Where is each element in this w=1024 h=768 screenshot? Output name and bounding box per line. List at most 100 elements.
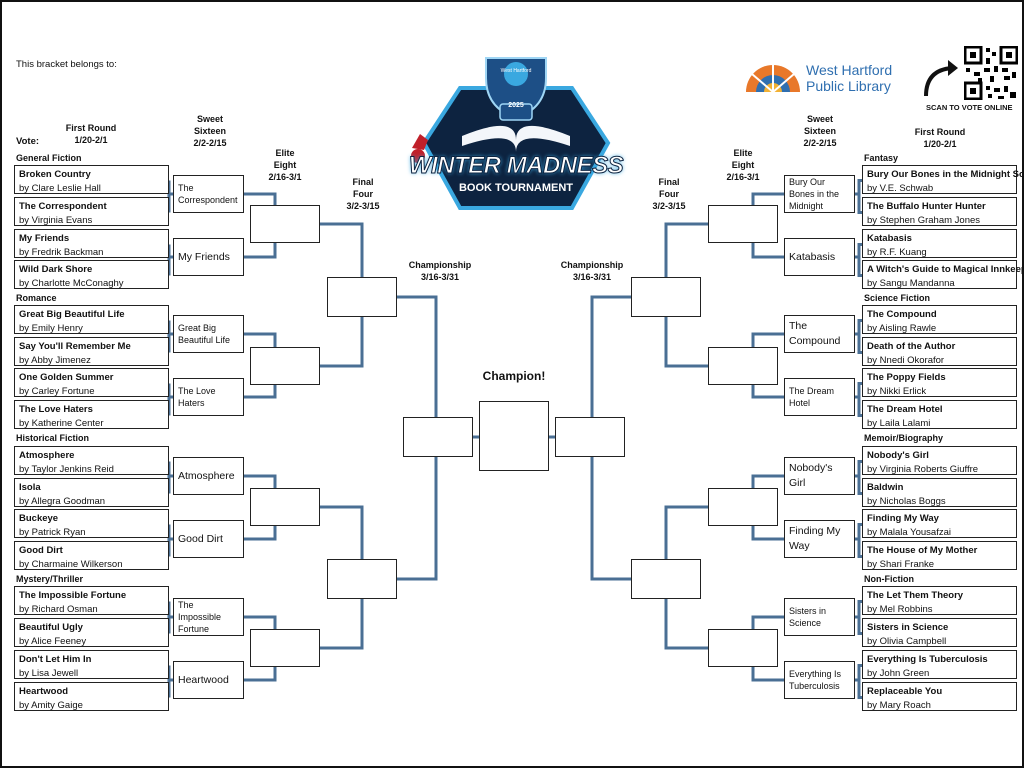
elite-eight-slot[interactable] (708, 205, 778, 243)
book-title: Isola (19, 482, 41, 493)
championship-slot[interactable] (555, 417, 625, 457)
curved-arrow-icon (924, 60, 958, 97)
sweet-sixteen-slot[interactable]: The Love Haters (173, 378, 244, 416)
elite-eight-slot[interactable] (708, 629, 778, 667)
book-title: Buckeye (19, 513, 59, 524)
sweet-sixteen-slot[interactable]: Sisters in Science (784, 598, 855, 636)
qr-code-icon[interactable] (964, 46, 1018, 100)
book-title: One Golden Summer (19, 372, 114, 383)
round-header-elite-right: Elite Eight 2/16-3/1 (726, 148, 760, 182)
champion-slot[interactable] (479, 401, 549, 471)
first-round-slot[interactable]: Good Dirt by Charmaine Wilkerson (14, 541, 169, 570)
final-four-slot[interactable] (631, 277, 701, 317)
book-title: The Compound (867, 309, 937, 320)
winter-madness-logo (411, 57, 611, 210)
sweet-sixteen-slot[interactable]: Everything Is Tuberculosis (784, 661, 855, 699)
bracket-connector (857, 243, 862, 277)
sweet-sixteen-pick: Bury Our Bones in the Midnight (789, 177, 840, 211)
bracket-connector (664, 222, 708, 277)
final-four-slot[interactable] (327, 559, 397, 599)
elite-eight-slot[interactable] (250, 205, 320, 243)
book-title: Heartwood (19, 686, 69, 697)
round-header-first-left: First Round 1/20-2/1 (65, 123, 117, 145)
sweet-sixteen-slot[interactable]: Nobody's Girl (784, 457, 855, 495)
bracket-connector (751, 332, 784, 347)
book-author: by Lisa Jewell (19, 668, 79, 679)
library-name-line1: West Hartford (806, 62, 893, 78)
logo-org: West Hartford (500, 68, 532, 74)
elite-eight-slot[interactable] (250, 629, 320, 667)
sweet-sixteen-slot[interactable]: Good Dirt (173, 520, 244, 558)
sweet-sixteen-slot[interactable]: The Impossible Fortune (173, 598, 244, 636)
book-title: Atmosphere (19, 450, 75, 461)
sweet-sixteen-slot[interactable]: The Compound (784, 315, 855, 353)
sweet-sixteen-slot[interactable]: My Friends (173, 238, 244, 276)
sweet-sixteen-slot[interactable]: Heartwood (173, 661, 244, 699)
bracket-connector (320, 505, 364, 559)
book-title: Finding My Way (867, 513, 939, 524)
sweet-sixteen-slot[interactable]: Great Big Beautiful Life (173, 315, 244, 353)
book-author: by Nicholas Boggs (867, 496, 946, 507)
book-author: by John Green (867, 668, 930, 679)
elite-eight-slot[interactable] (708, 488, 778, 526)
championship-slot[interactable] (403, 417, 473, 457)
elite-eight-slot[interactable] (708, 347, 778, 385)
first-round-slot[interactable]: Buckeye by Patrick Ryan (14, 509, 169, 538)
sweet-sixteen-pick: The Correspondent (178, 183, 238, 205)
sweet-sixteen-slot[interactable]: The Correspondent (173, 175, 244, 213)
elite-eight-slot[interactable] (250, 347, 320, 385)
book-author: by Carley Fortune (19, 386, 95, 397)
sweet-sixteen-slot[interactable]: Finding My Way (784, 520, 855, 558)
round-header-champ-right: Championship 3/16-3/31 (560, 260, 624, 282)
book-author: by Charmaine Wilkerson (19, 559, 123, 570)
sweet-sixteen-slot[interactable]: Atmosphere (173, 457, 244, 495)
final-four-slot[interactable] (631, 559, 701, 599)
sweet-sixteen-pick: Atmosphere (178, 469, 235, 482)
bracket-connector (664, 599, 708, 650)
sweet-sixteen-slot[interactable]: The Dream Hotel (784, 378, 855, 416)
elite-eight-slot[interactable] (250, 488, 320, 526)
category-label: Fantasy (864, 153, 899, 163)
round-header-final-right: Final Four 3/2-3/15 (652, 177, 686, 211)
logo-title: WINTER MADNESS (408, 152, 624, 180)
book-author: by Katherine Center (19, 418, 104, 429)
first-round-slot[interactable]: One Golden Summer by Carley Fortune (14, 368, 169, 397)
sweet-sixteen-slot[interactable]: Katabasis (784, 238, 855, 276)
round-header-elite-left: Elite Eight 2/16-3/1 (268, 148, 302, 182)
final-four-slot[interactable] (327, 277, 397, 317)
book-title: A Witch's Guide to Magical Innkeeping (867, 264, 1024, 275)
book-author: by Virginia Evans (19, 215, 93, 226)
sweet-sixteen-slot[interactable]: Bury Our Bones in the Midnight (784, 175, 855, 213)
book-title: Good Dirt (19, 545, 63, 556)
book-author: by Patrick Ryan (19, 527, 86, 538)
